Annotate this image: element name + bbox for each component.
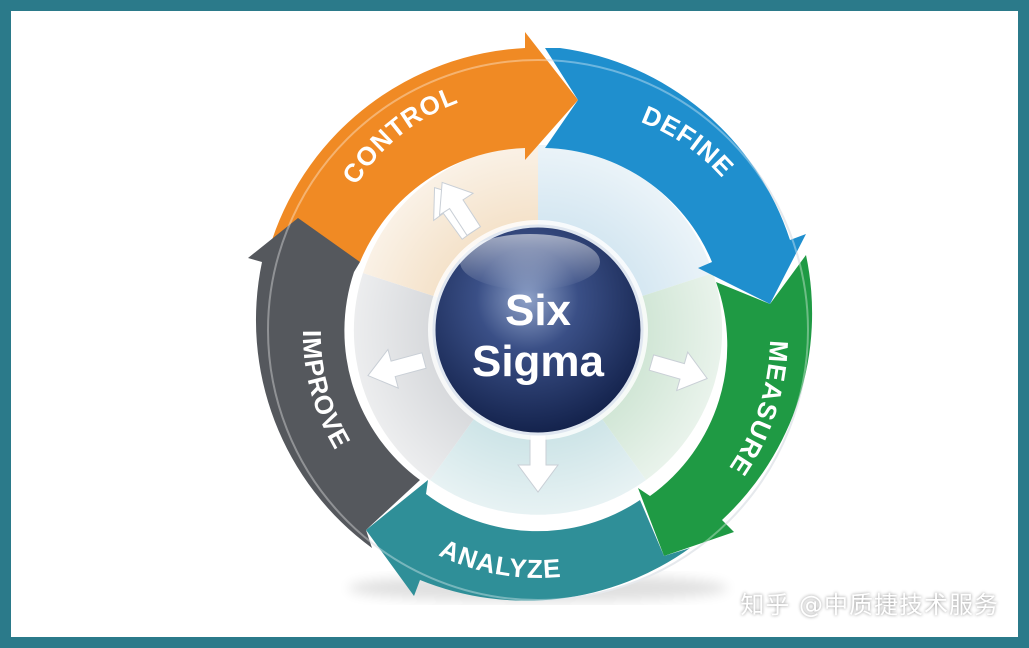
improve-arrow bbox=[248, 218, 420, 548]
arrow-right-down-icon bbox=[648, 351, 708, 392]
measure-arrow bbox=[638, 255, 813, 556]
arrow-left-icon bbox=[367, 348, 427, 389]
center-shine bbox=[460, 234, 600, 290]
center-title-line2: Sigma bbox=[472, 337, 605, 386]
analyze-arrow bbox=[366, 480, 690, 601]
define-arrow bbox=[545, 48, 806, 304]
arrow-up-left-icon bbox=[438, 181, 482, 237]
control-arrow bbox=[272, 32, 578, 262]
watermark-text: 知乎 @中质捷技术服务 bbox=[740, 591, 999, 619]
arrow-down-icon bbox=[517, 434, 559, 493]
center-title-line1: Six bbox=[505, 286, 572, 335]
radiating-arrows bbox=[367, 181, 708, 493]
